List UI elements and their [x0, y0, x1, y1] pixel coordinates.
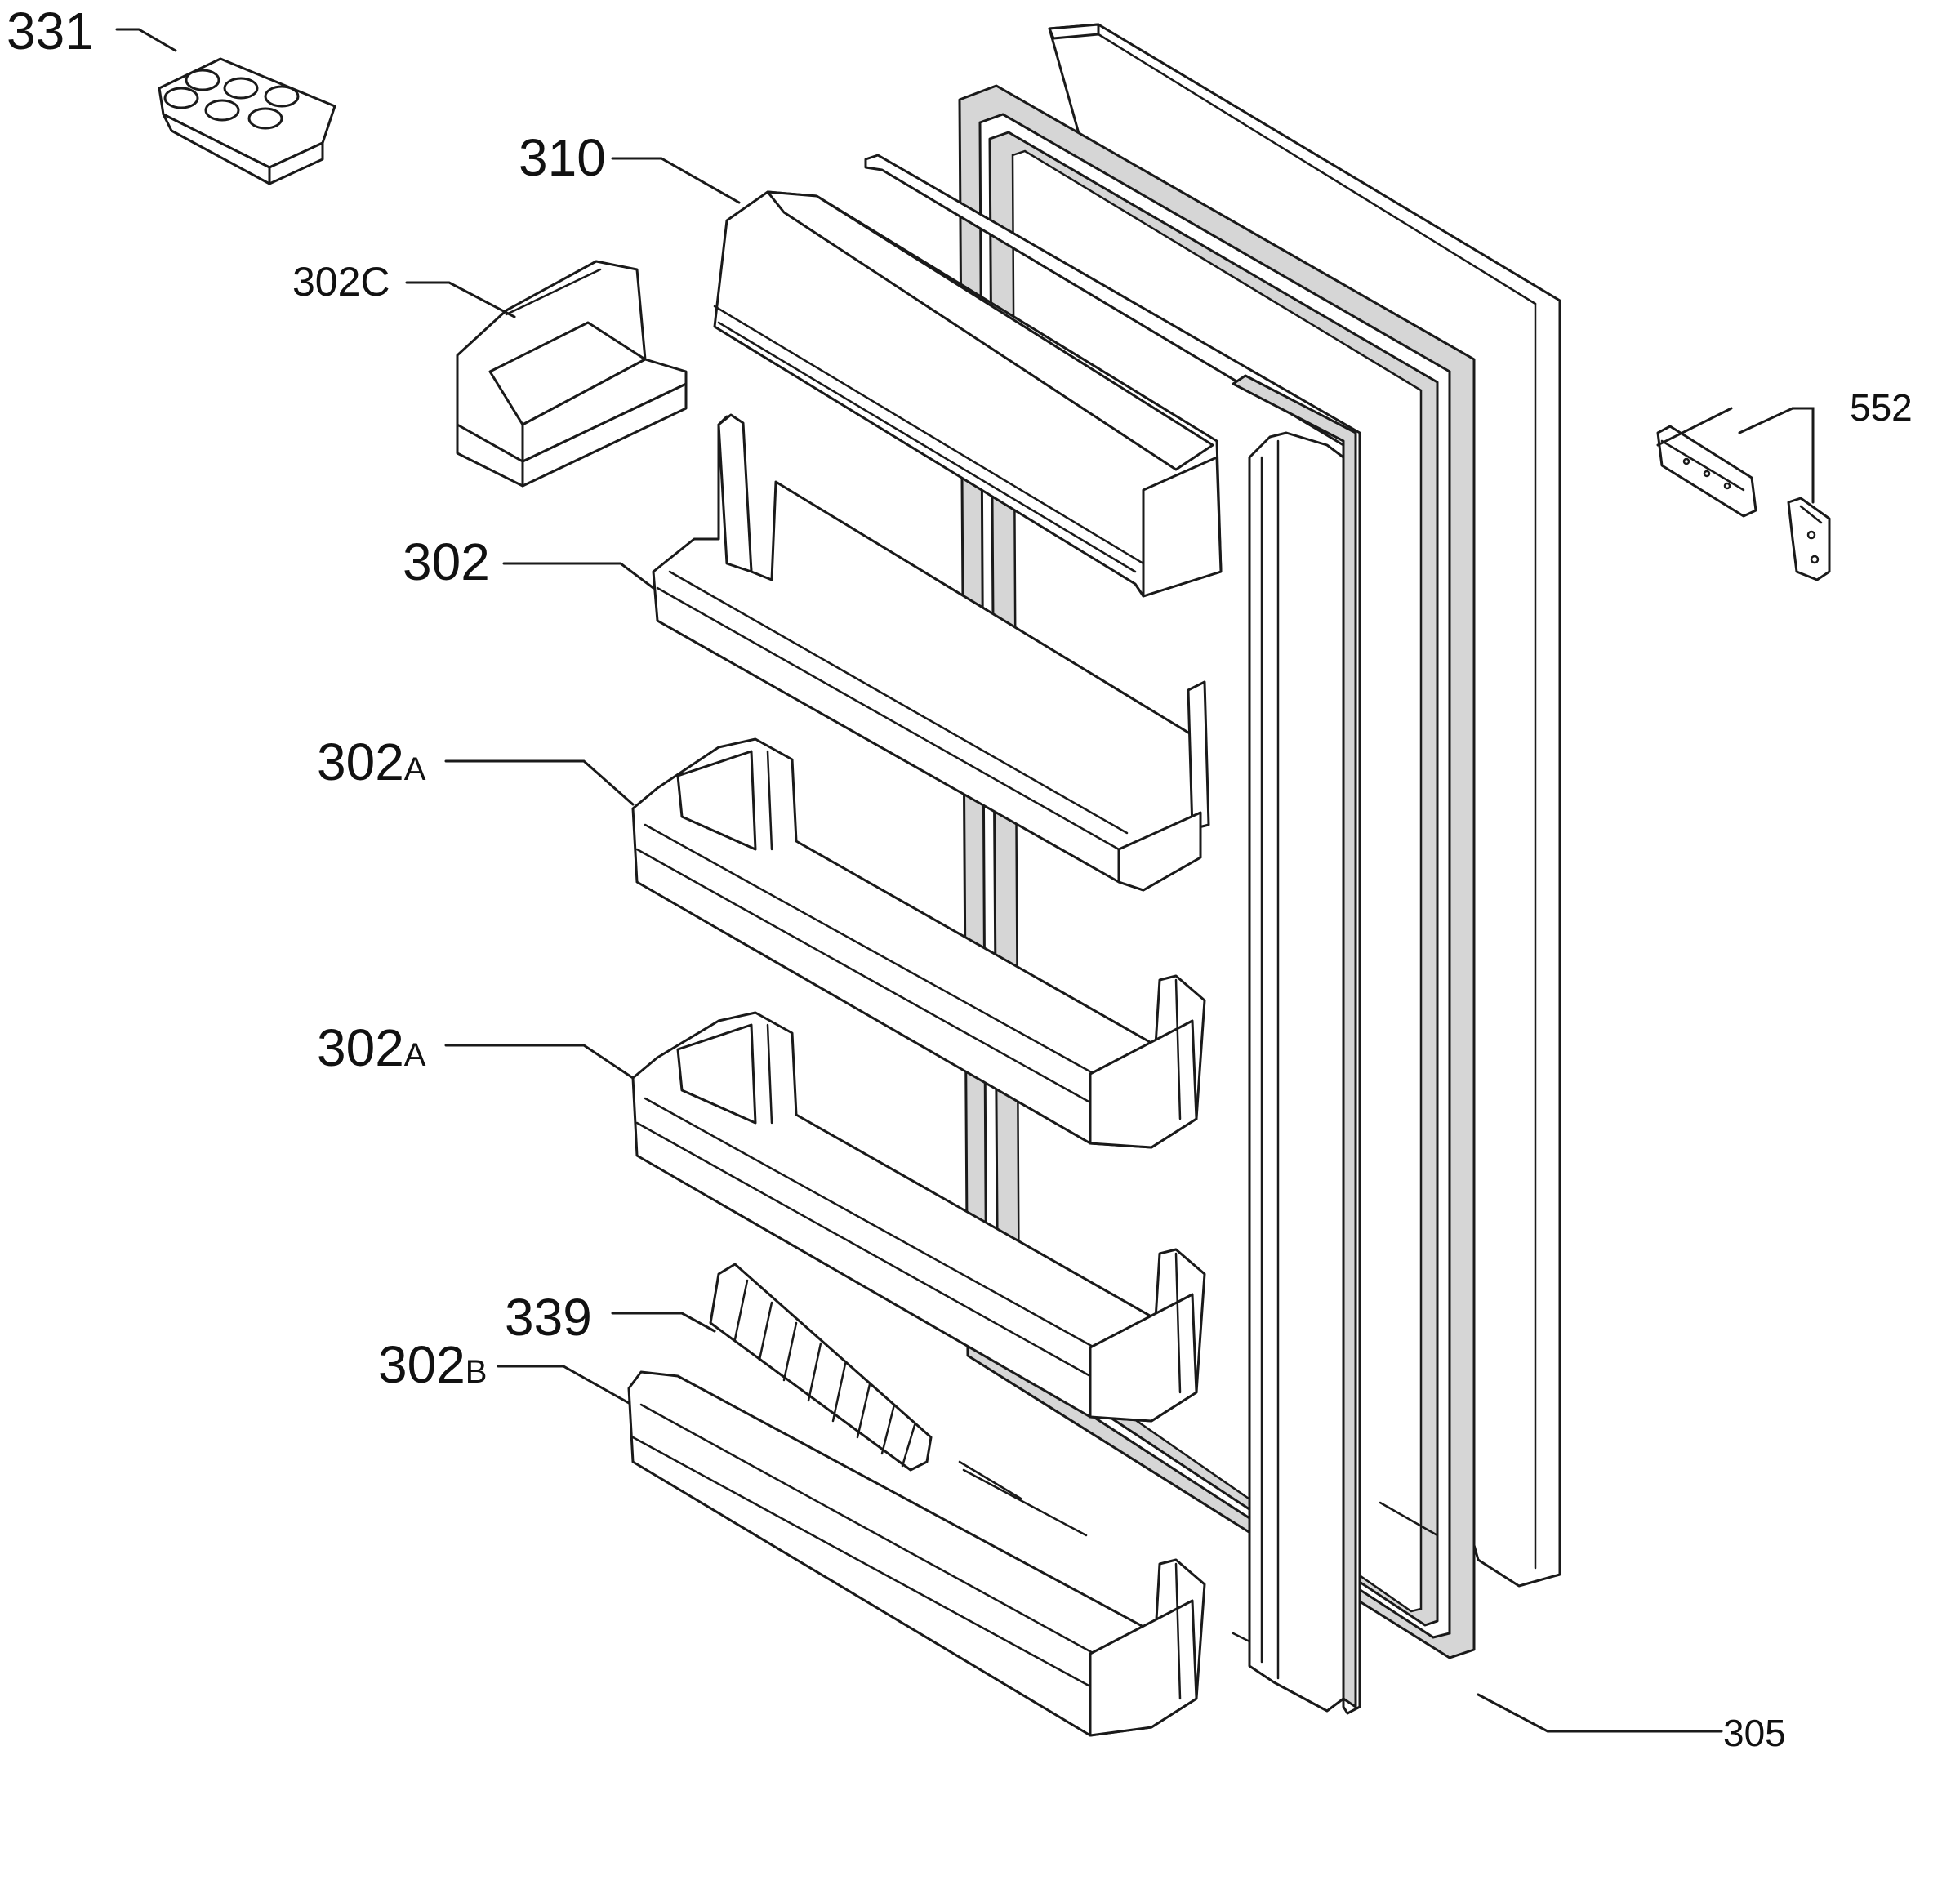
- callout-302a-upper-number: 302: [317, 733, 404, 791]
- door-shelf-middle-upper: [631, 737, 1206, 1149]
- door-inner-liner: [864, 154, 1439, 1715]
- bottle-divider: [709, 1263, 933, 1472]
- callout-331: 331: [7, 2, 94, 60]
- callout-302a-lower-number: 302: [317, 1018, 404, 1077]
- hinge-plate: [1787, 497, 1831, 581]
- dairy-compartment-lid: [713, 190, 1223, 598]
- callout-552: 552: [1850, 386, 1913, 429]
- callout-302a-upper-suffix: A: [404, 751, 426, 787]
- callout-302a-upper: 302A: [317, 733, 426, 791]
- callout-302a-lower: 302A: [317, 1018, 426, 1077]
- callout-302: 302: [403, 532, 490, 591]
- callout-305: 305: [1723, 1712, 1786, 1754]
- callout-302a-lower-suffix: A: [404, 1037, 426, 1073]
- callout-302b-suffix: B: [466, 1354, 488, 1390]
- door-shelf-bottom: [627, 1370, 1206, 1737]
- door-shelf-middle-lower: [631, 1011, 1206, 1423]
- door-shelf-top: [652, 413, 1210, 892]
- callout-310: 310: [519, 128, 606, 187]
- callout-339: 339: [505, 1288, 592, 1347]
- dairy-box: [456, 260, 688, 488]
- callout-302b: 302B: [378, 1335, 487, 1394]
- callout-302b-number: 302: [378, 1335, 466, 1394]
- egg-tray: [158, 57, 336, 185]
- hinge-bracket: [1656, 425, 1757, 518]
- leader-lines: [115, 28, 1815, 1733]
- callout-302c: 302C: [292, 259, 390, 305]
- callout-labels: 331 310 302C 302 302A 302A 339 302B 552 …: [7, 2, 1913, 1754]
- door-gasket: [958, 84, 1476, 1659]
